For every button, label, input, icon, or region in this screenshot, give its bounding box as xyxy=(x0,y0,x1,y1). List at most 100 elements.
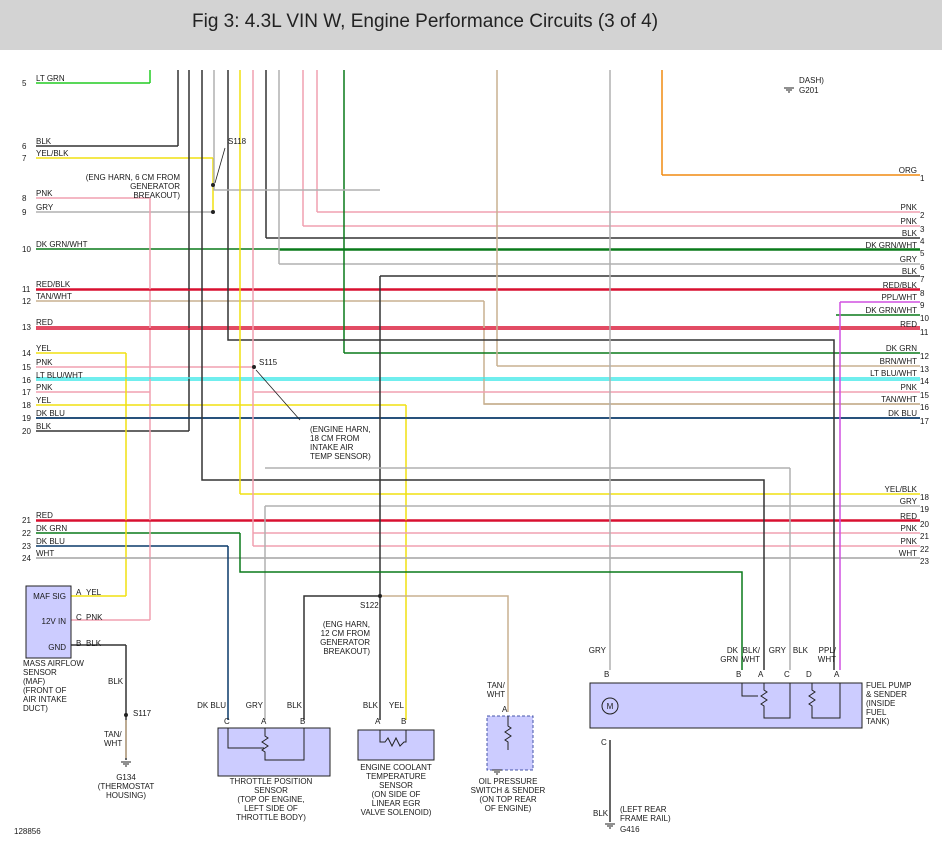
left-wire-label: BLK xyxy=(36,422,52,431)
left-wire-label: YEL xyxy=(36,396,52,405)
fuel-pump-pin-letter: B xyxy=(604,670,609,679)
fuel-pump-wire-label: WHT xyxy=(818,655,836,664)
oil-caption: OF ENGINE) xyxy=(485,804,532,813)
fuel-pump-caption: & SENDER xyxy=(866,690,907,699)
tps-caption: THROTTLE POSITION xyxy=(230,777,313,786)
left-wire-label: PNK xyxy=(36,383,53,392)
right-wire-label: DK BLU xyxy=(888,409,917,418)
maf-gnd-wire-label: BLK xyxy=(108,677,124,686)
left-wire-label: PNK xyxy=(36,189,53,198)
maf-pin-wire: BLK xyxy=(86,639,102,648)
wire-gry-s118-tap xyxy=(213,70,380,191)
maf-caption: (MAF) xyxy=(23,677,46,686)
fuel-sender-resistor-2 xyxy=(808,683,841,719)
right-wire-label: ORG xyxy=(899,166,917,175)
right-wire-label: PNK xyxy=(901,524,918,533)
maf-caption: DUCT) xyxy=(23,704,48,713)
left-pin-number: 23 xyxy=(22,542,31,551)
oil-resistor xyxy=(504,716,512,750)
tps-caption: SENSOR xyxy=(254,786,288,795)
title-bar: Fig 3: 4.3L VIN W, Engine Performance Ci… xyxy=(0,0,942,50)
fuel-pump-bottom-letter: C xyxy=(601,738,607,747)
right-wire-label: GRY xyxy=(900,255,918,264)
right-pin-number: 13 xyxy=(920,365,929,374)
wire-layer xyxy=(36,70,920,822)
fuel-pump-wire-label: GRY xyxy=(769,646,787,655)
right-pin-number: 16 xyxy=(920,403,929,412)
fuel-pump-wire-label: BLK xyxy=(793,646,809,655)
splice-s115-dot xyxy=(252,365,256,369)
splice-s122-dot xyxy=(378,594,382,598)
right-pin-number: 8 xyxy=(920,289,925,298)
oil-wire-label: TAN/ xyxy=(487,681,505,690)
left-wire-label: RED xyxy=(36,511,53,520)
maf-caption: (FRONT OF xyxy=(23,686,67,695)
ground-g134-id: G134 xyxy=(116,773,136,782)
tps-pin-letter: A xyxy=(261,717,267,726)
splice-s115-note: (ENGINE HARN, xyxy=(310,425,370,434)
left-pin-number: 6 xyxy=(22,142,27,151)
left-pin-number: 9 xyxy=(22,208,27,217)
tps-resistor xyxy=(261,728,305,761)
left-pin-number: 13 xyxy=(22,323,31,332)
right-pin-number: 7 xyxy=(920,275,925,284)
oil-caption: OIL PRESSURE xyxy=(479,777,538,786)
right-pin-number: 17 xyxy=(920,417,929,426)
fuel-pump-caption: FUEL PUMP xyxy=(866,681,912,690)
splice-s118-note: GENERATOR xyxy=(130,182,180,191)
splice-s118-label: S118 xyxy=(228,137,247,146)
right-pin-number: 15 xyxy=(920,391,929,400)
ground-g416-note: FRAME RAIL) xyxy=(620,814,671,823)
right-pin-number: 14 xyxy=(920,377,929,386)
right-wire-label: PNK xyxy=(901,383,918,392)
splice-s118-note: (ENG HARN, 6 CM FROM xyxy=(86,173,181,182)
fuel-pump-pin-letter: D xyxy=(806,670,812,679)
splice-s122-label: S122 xyxy=(360,601,379,610)
ground-g416-wire: BLK xyxy=(593,809,609,818)
left-pin-number: 19 xyxy=(22,414,31,423)
oil-caption: SWITCH & SENDER xyxy=(471,786,546,795)
splice-s122-note: BREAKOUT) xyxy=(323,647,370,656)
splice-s118-dot xyxy=(211,183,215,187)
maf-pin-letter: A xyxy=(76,588,82,597)
splice-s115-note: TEMP SENSOR) xyxy=(310,452,371,461)
right-pin-number: 6 xyxy=(920,263,925,272)
tps-box xyxy=(217,727,331,777)
right-wire-label: RED xyxy=(900,320,917,329)
maf-caption: AIR INTAKE xyxy=(23,695,67,704)
wire-blk-fp-d xyxy=(227,70,835,670)
tps-internal xyxy=(227,728,264,749)
fuel-pump-pin-letter: A xyxy=(834,670,840,679)
left-pin-number: 14 xyxy=(22,349,31,358)
ect-pin-letter: B xyxy=(401,717,406,726)
left-pin-number: 12 xyxy=(22,297,31,306)
fuel-pump-wire-label: WHT xyxy=(742,655,760,664)
right-wire-label: LT BLU/WHT xyxy=(870,369,917,378)
fuel-pump-pin-letter: B xyxy=(736,670,741,679)
right-wire-label: RED xyxy=(900,512,917,521)
ground-g201-note: DASH) xyxy=(799,76,824,85)
right-wire-label: GRY xyxy=(900,497,918,506)
tps-wire-label: GRY xyxy=(246,701,264,710)
splice-s122-note: GENERATOR xyxy=(320,638,370,647)
tps-pin-letter: C xyxy=(224,717,230,726)
left-pin-number: 22 xyxy=(22,529,31,538)
ect-caption: VALVE SOLENOID) xyxy=(361,808,432,817)
right-pin-number: 18 xyxy=(920,493,929,502)
splice-s118-dot xyxy=(211,210,215,214)
left-pin-number: 21 xyxy=(22,516,31,525)
right-pin-number: 12 xyxy=(920,352,929,361)
fuel-pump-caption: (INSIDE xyxy=(866,699,895,708)
right-wire-label: DK GRN xyxy=(886,344,917,353)
left-wire-label: WHT xyxy=(36,549,54,558)
fuel-pump-caption: FUEL xyxy=(866,708,887,717)
right-wire-label: BRN/WHT xyxy=(880,357,917,366)
ground-g134-note: (THERMOSTAT xyxy=(98,782,155,791)
fuel-pump-motor xyxy=(601,697,619,715)
wire-tan-oil xyxy=(380,595,509,712)
right-wire-label: TAN/WHT xyxy=(881,395,917,404)
left-wire-label: DK BLU xyxy=(36,409,65,418)
maf-s117-wire-label: TAN/ xyxy=(104,730,122,739)
maf-caption: SENSOR xyxy=(23,668,57,677)
left-pin-number: 24 xyxy=(22,554,31,563)
